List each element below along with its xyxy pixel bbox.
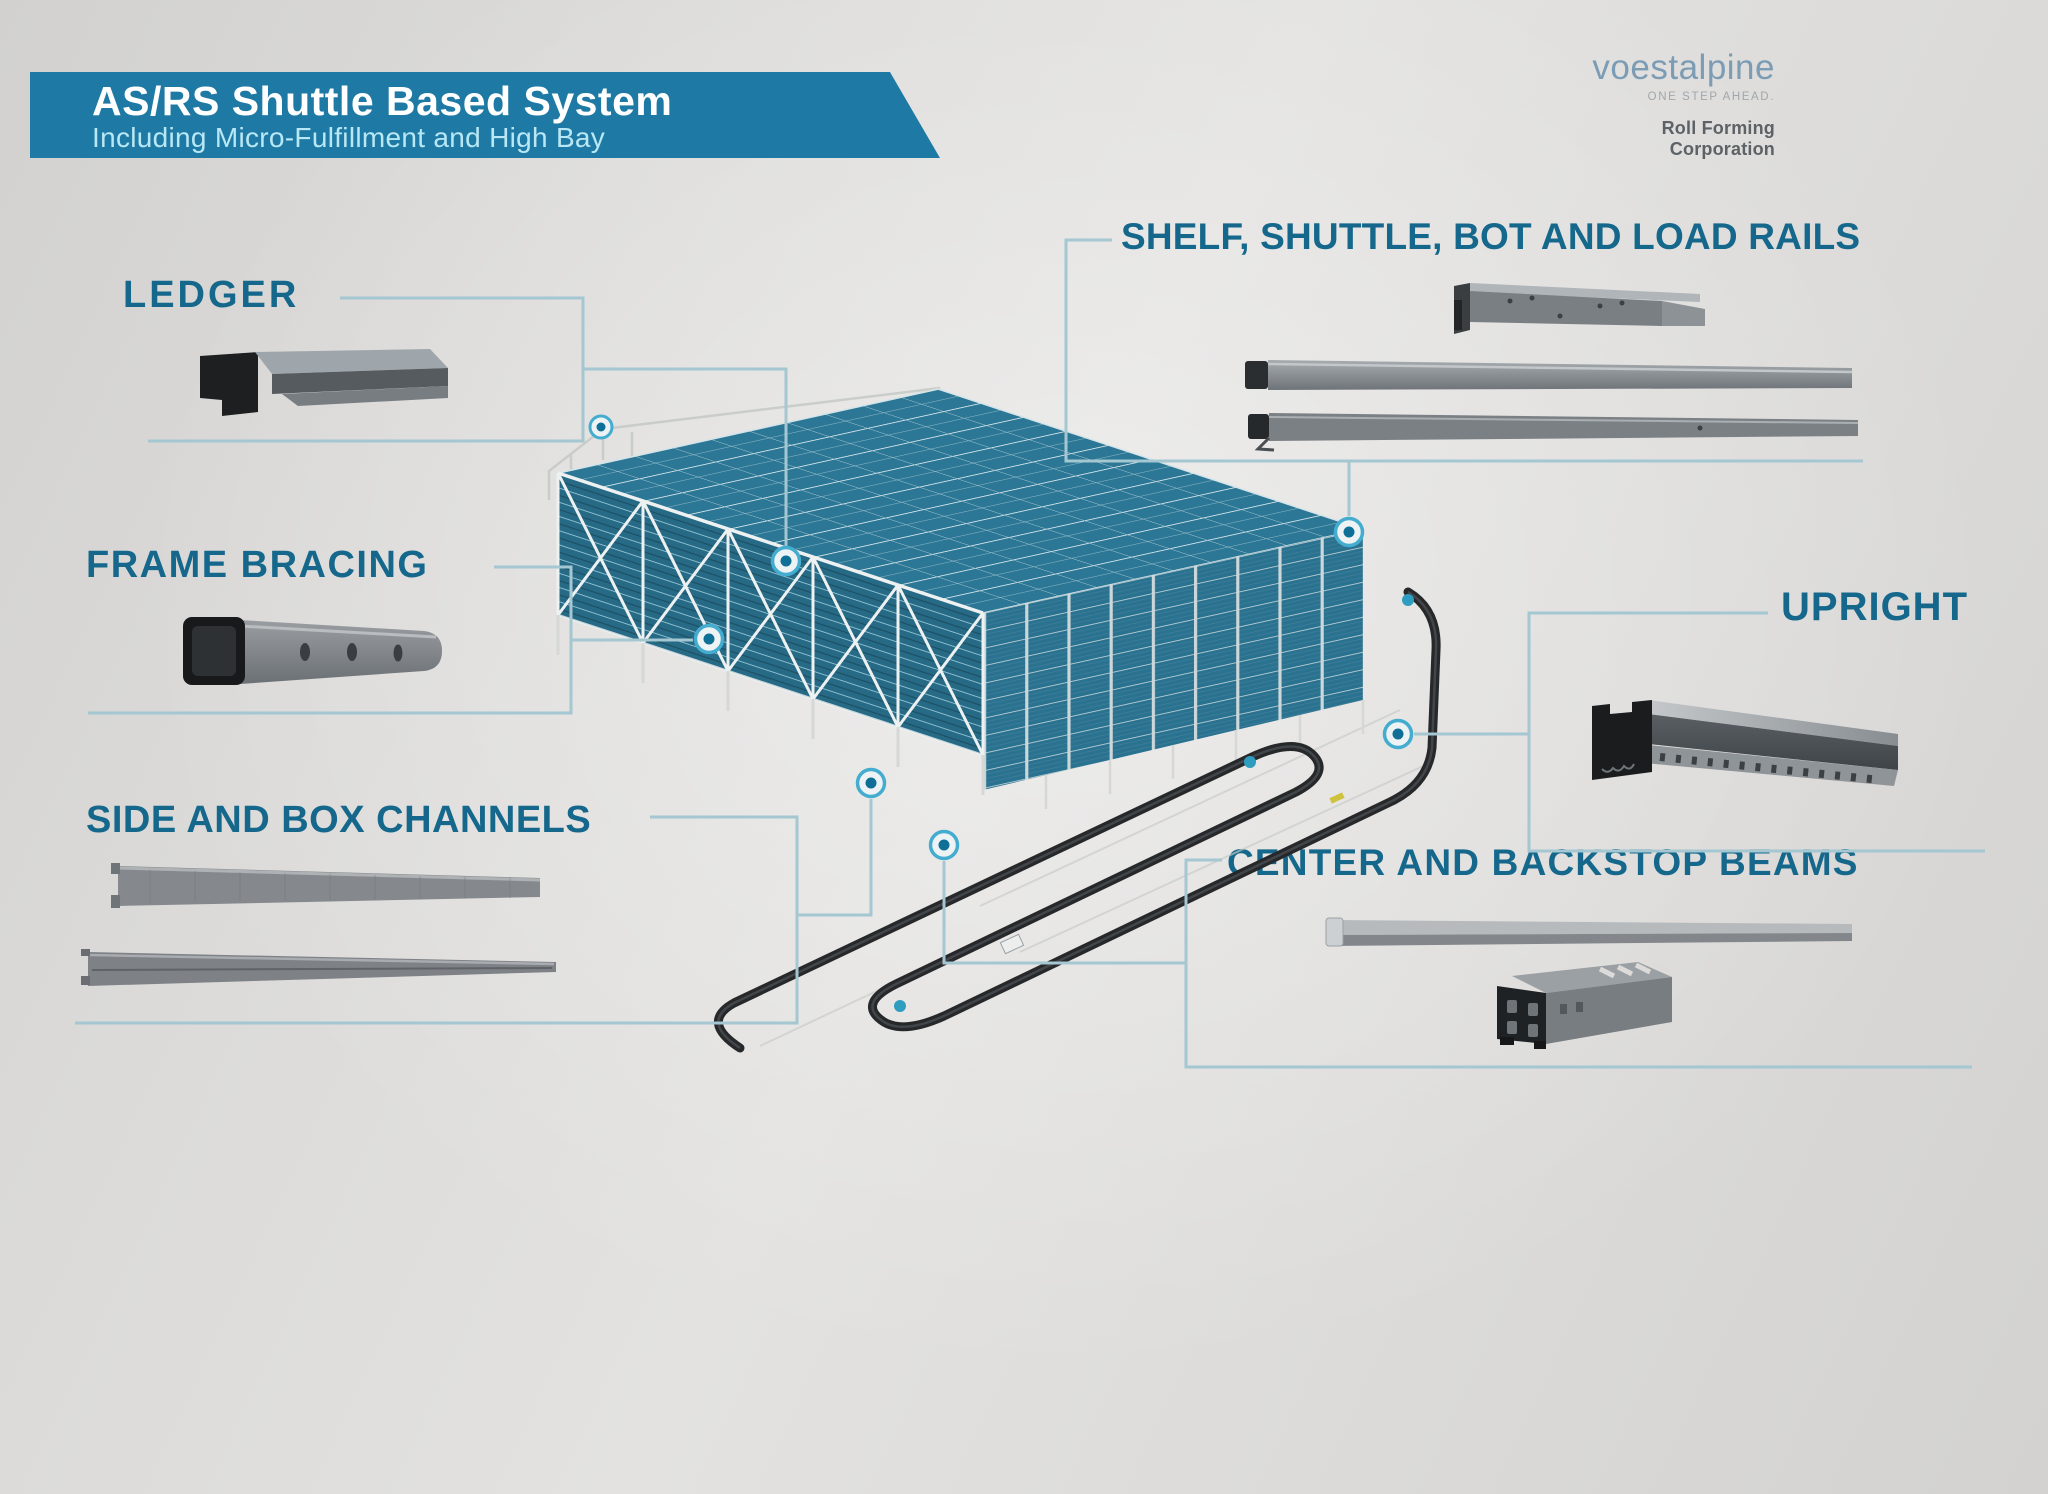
label-side-and-box-channels: SIDE AND BOX CHANNELS — [86, 799, 592, 841]
side-box-callout-line — [75, 815, 799, 1025]
label-upright: UPRIGHT — [1781, 585, 1968, 629]
ledger-connector-line — [583, 367, 788, 546]
scaffold-anchor-dot — [588, 414, 614, 440]
frame-bracing-part-image — [183, 617, 442, 685]
center-backstop-connector-line — [942, 861, 1186, 965]
floor-conveyor — [713, 587, 1441, 1053]
upright-callout-line — [1527, 611, 1985, 853]
ledger-anchor-dot — [770, 545, 802, 577]
shelf-rails-callout-line — [1064, 238, 1863, 463]
rack-right-face-shading — [983, 529, 1363, 790]
label-ledger: LEDGER — [123, 274, 300, 316]
frame-bracing-anchor-dot — [693, 623, 725, 655]
conveyor-station-dot — [1402, 594, 1414, 606]
rack-right-face — [983, 529, 1363, 790]
title-banner: AS/RS Shuttle Based System Including Mic… — [30, 72, 940, 158]
upright-part-image — [1592, 700, 1898, 786]
side-and-box-channels-part-image — [81, 863, 556, 986]
asrs-structure-render — [547, 386, 1441, 1053]
shelf-shuttle-bot-load-rails-part-image — [1245, 283, 1859, 452]
center-backstop-anchor-dot — [928, 829, 960, 861]
brand-block: voestalpine ONE STEP AHEAD. Roll Forming… — [1590, 50, 1775, 160]
label-shelf-shuttle-bot-load-rails: SHELF, SHUTTLE, BOT AND LOAD RAILS — [1121, 216, 1861, 257]
upright-anchor-dot — [1382, 718, 1414, 750]
side-box-anchor-dot — [855, 767, 887, 799]
brand-company-name: Roll Forming Corporation — [1661, 118, 1775, 159]
conveyor-yellow-marker — [1329, 792, 1345, 804]
page-subtitle: Including Micro-Fulfillment and High Bay — [92, 122, 606, 153]
label-frame-bracing: FRAME BRACING — [86, 544, 429, 586]
conveyor-station-dot — [1244, 756, 1256, 768]
page-title: AS/RS Shuttle Based System — [92, 78, 673, 124]
shelf-rails-anchor-dot — [1333, 516, 1365, 548]
connection-dots — [588, 414, 1414, 861]
center-and-backstop-beams-part-image — [1325, 917, 1852, 1049]
callout-lines — [75, 238, 1985, 1069]
side-box-connector-line — [797, 799, 873, 917]
voestalpine-logo: voestalpine — [1592, 48, 1775, 87]
conveyor-station-dot — [894, 1000, 906, 1012]
brand-tagline: ONE STEP AHEAD. — [1647, 91, 1775, 103]
rack-legs — [556, 615, 1365, 809]
conveyor-cart — [999, 933, 1025, 955]
ledger-part-image — [200, 349, 448, 416]
